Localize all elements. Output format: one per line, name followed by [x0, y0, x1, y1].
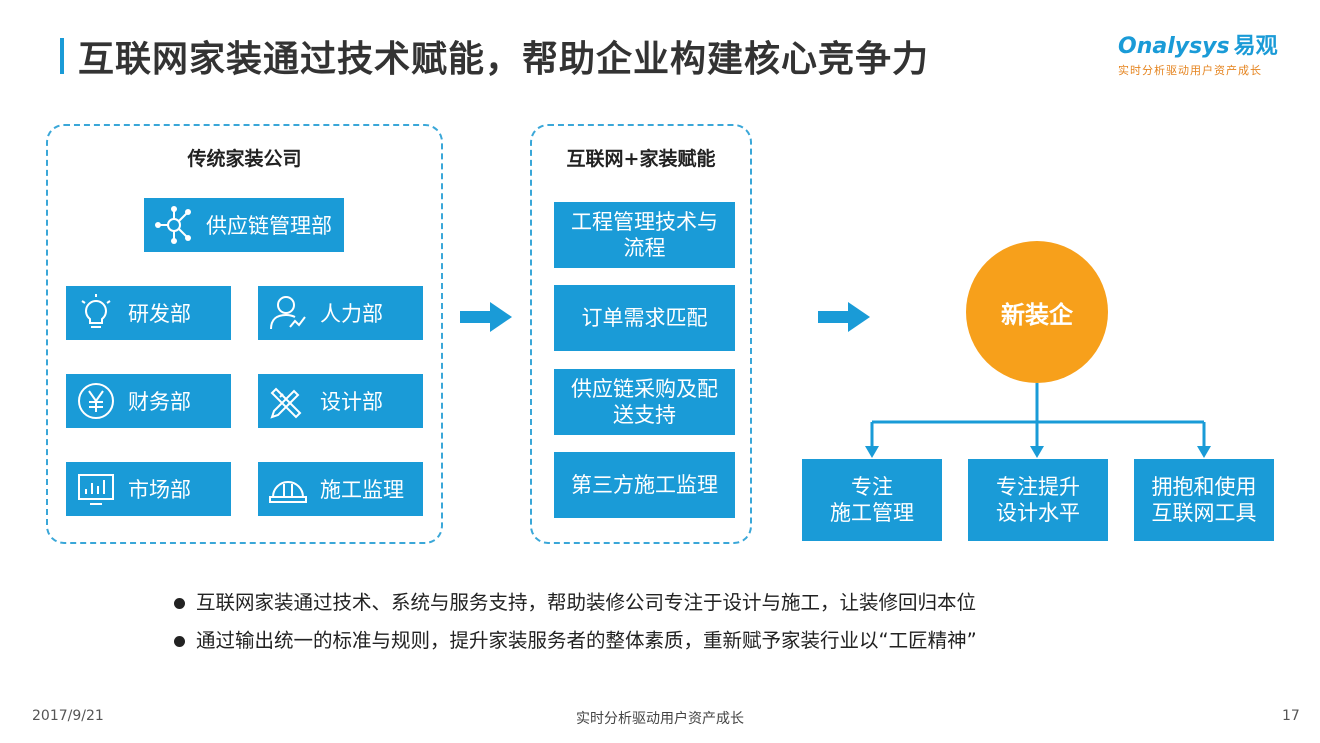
dept-label-marketing: 市场部	[128, 478, 191, 502]
outcome-box-design: 专注提升 设计水平	[968, 459, 1108, 541]
empower-box-3: 供应链采购及配 送支持	[554, 369, 735, 435]
footer-slogan: 实时分析驱动用户资产成长	[576, 711, 744, 727]
empower-1-line2: 流程	[623, 236, 666, 260]
supply-label: 供应链管理部	[206, 214, 332, 238]
dept-label-hr: 人力部	[320, 302, 383, 326]
outcome-2-line1: 专注提升	[996, 475, 1080, 499]
network-icon	[155, 206, 191, 244]
dept-box-design: 设计部	[258, 374, 423, 428]
footer-date: 2017/9/21	[32, 708, 104, 724]
dept-box-supply-chain: 供应链管理部	[144, 198, 344, 252]
bullet-list: 互联网家装通过技术、系统与服务支持，帮助装修公司专注于设计与施工，让装修回归本位…	[172, 590, 977, 666]
outcome-3-line1: 拥抱和使用	[1151, 475, 1257, 499]
arrow-right-icon	[818, 302, 870, 332]
dept-box-construction: 施工监理	[258, 462, 423, 516]
outcome-box-construction: 专注 施工管理	[802, 459, 942, 541]
empower-4-line1: 第三方施工监理	[571, 473, 718, 497]
monitor-chart-icon	[78, 474, 114, 505]
bullet-item: 互联网家装通过技术、系统与服务支持，帮助装修公司专注于设计与施工，让装修回归本位	[172, 590, 977, 628]
empower-box-2: 订单需求匹配	[554, 285, 735, 351]
empower-1-line1: 工程管理技术与	[571, 210, 718, 234]
outcome-1-line1: 专注	[851, 475, 893, 499]
pencil-ruler-icon	[270, 387, 302, 419]
outcome-2-line2: 设计水平	[996, 501, 1080, 525]
hard-hat-icon	[269, 481, 307, 503]
person-icon	[270, 296, 306, 330]
traditional-company-group: 传统家装公司	[46, 124, 443, 544]
yen-coin-icon	[78, 383, 114, 419]
dept-label-rd: 研发部	[128, 302, 191, 326]
empower-2-line1: 订单需求匹配	[581, 306, 708, 330]
empower-box-4: 第三方施工监理	[554, 452, 735, 518]
dept-label-finance: 财务部	[128, 390, 191, 414]
traditional-group-title: 传统家装公司	[187, 148, 302, 170]
empower-group: 互联网+家装赋能	[530, 124, 752, 544]
bullet-item: 通过输出统一的标准与规则，提升家装服务者的整体素质，重新赋予家装行业以“工匠精神…	[172, 628, 977, 666]
dept-label-construction: 施工监理	[320, 478, 404, 502]
title-accent-bar	[60, 38, 64, 74]
page-title: 互联网家装通过技术赋能，帮助企业构建核心竞争力	[78, 39, 930, 80]
empower-box-1: 工程管理技术与 流程	[554, 202, 735, 268]
dept-box-marketing: 市场部	[66, 462, 231, 516]
arrow-right-icon	[460, 302, 512, 332]
dept-box-hr: 人力部	[258, 286, 423, 340]
outcome-box-internet: 拥抱和使用 互联网工具	[1134, 459, 1274, 541]
new-company-circle: 新装企	[966, 241, 1108, 383]
logo-cn: 易观	[1233, 34, 1278, 59]
empower-3-line2: 送支持	[613, 403, 676, 427]
empower-3-line1: 供应链采购及配	[571, 377, 718, 401]
page-number: 17	[1282, 708, 1300, 724]
empower-group-title: 互联网+家装赋能	[566, 148, 716, 170]
outcome-1-line2: 施工管理	[830, 501, 914, 525]
dept-box-finance: 财务部	[66, 374, 231, 428]
outcome-3-line2: 互联网工具	[1151, 501, 1257, 525]
lightbulb-icon	[81, 294, 111, 328]
dept-label-design: 设计部	[320, 390, 383, 414]
logo-name: Onalysys	[1118, 34, 1230, 59]
logo-slogan: 实时分析驱动用户资产成长	[1118, 64, 1262, 77]
dept-box-rd: 研发部	[66, 286, 231, 340]
